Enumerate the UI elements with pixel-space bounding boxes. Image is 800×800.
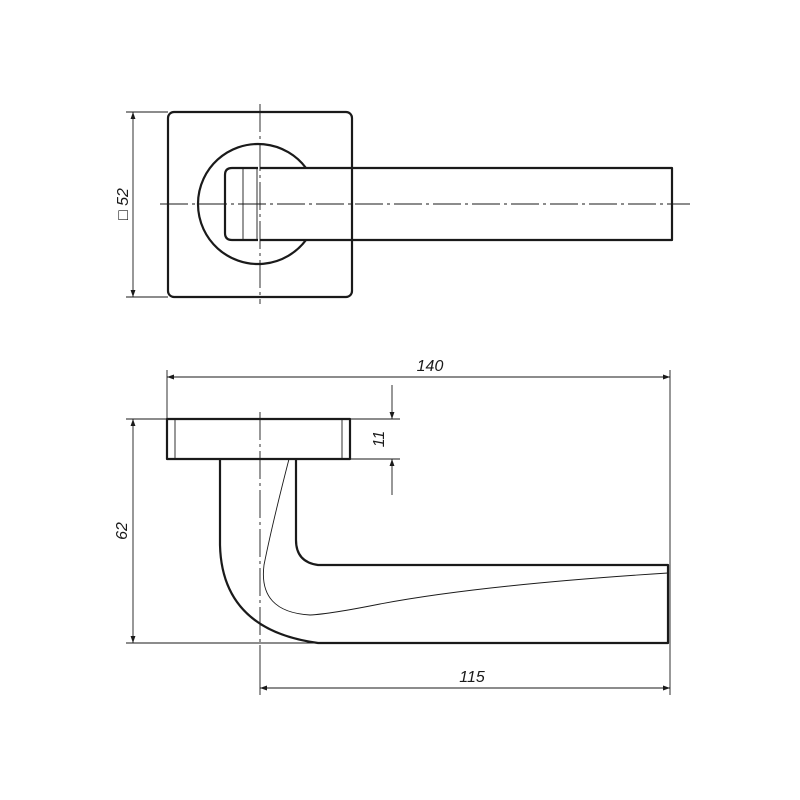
- top-view: □ 52: [115, 104, 690, 304]
- dimension-label-62: 62: [114, 522, 131, 540]
- rose-side: [165, 417, 352, 461]
- rose-circle: [196, 142, 307, 266]
- lever-side-outline: [218, 459, 670, 645]
- lever-contour-line: [262, 458, 669, 616]
- dimension-label-140: 140: [417, 358, 444, 375]
- dimension-label-52: □ 52: [115, 188, 132, 220]
- dimension-label-11: 11: [371, 431, 388, 448]
- side-view: 140 11 62 115: [114, 358, 671, 695]
- dimension-label-115: 115: [459, 669, 485, 686]
